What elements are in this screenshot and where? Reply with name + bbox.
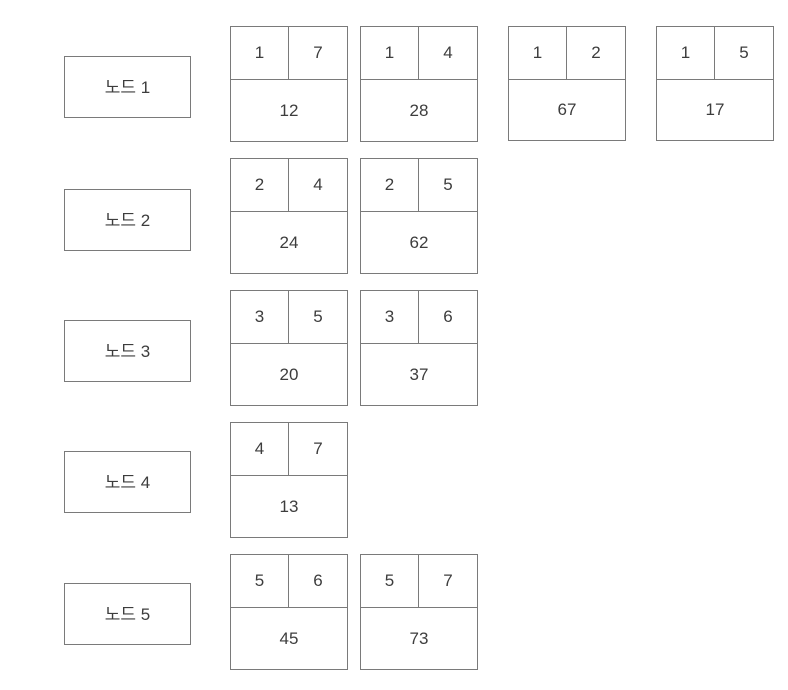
edge-card-list: 1 7 12 1 4 28 1 2 67 — [230, 26, 788, 142]
edge-card-list: 4 7 13 — [230, 422, 788, 538]
edge-card-list: 3 5 20 3 6 37 — [230, 290, 788, 406]
edge-card[interactable]: 1 4 28 — [360, 26, 478, 142]
edge-from-cell: 1 — [657, 27, 715, 79]
edge-from-cell: 3 — [361, 291, 419, 343]
node-row: 노드 2 2 4 24 2 5 62 — [0, 158, 788, 274]
edge-card[interactable]: 3 6 37 — [360, 290, 478, 406]
edge-weight-cell: 37 — [409, 364, 429, 384]
node-label-text: 노드 5 — [104, 604, 151, 624]
edge-from-cell: 5 — [361, 555, 419, 607]
edge-to-cell: 7 — [443, 571, 453, 590]
edge-card-endpoints: 5 7 — [361, 555, 477, 608]
edge-weight-cell: 12 — [279, 100, 299, 120]
edge-card[interactable]: 2 5 62 — [360, 158, 478, 274]
edge-from-cell: 4 — [231, 423, 289, 475]
edge-weight-cell: 20 — [279, 364, 299, 384]
node-label-text: 노드 4 — [104, 472, 151, 492]
node-label-box[interactable]: 노드 1 — [64, 56, 191, 118]
edge-card[interactable]: 5 6 45 — [230, 554, 348, 670]
edge-to-cell: 6 — [443, 307, 453, 326]
edge-card-endpoints: 2 4 — [231, 159, 347, 212]
node-label-box[interactable]: 노드 3 — [64, 320, 191, 382]
edge-card-list: 5 6 45 5 7 73 — [230, 554, 788, 670]
edge-card-endpoints: 1 7 — [231, 27, 347, 80]
node-label-text: 노드 1 — [104, 77, 151, 97]
node-row: 노드 3 3 5 20 3 6 37 — [0, 290, 788, 406]
edge-to-cell: 4 — [443, 43, 453, 62]
edge-card-endpoints: 5 6 — [231, 555, 347, 608]
edge-to-cell: 5 — [443, 175, 453, 194]
edge-card-endpoints: 1 2 — [509, 27, 625, 80]
edge-to-cell: 7 — [313, 43, 323, 62]
node-row: 노드 1 1 7 12 1 4 28 1 2 — [0, 26, 788, 142]
edge-from-cell: 1 — [361, 27, 419, 79]
edge-to-cell: 5 — [739, 43, 749, 62]
edge-card-endpoints: 4 7 — [231, 423, 347, 476]
edge-from-cell: 1 — [509, 27, 567, 79]
edge-weight-cell: 24 — [279, 232, 299, 252]
edge-card[interactable]: 3 5 20 — [230, 290, 348, 406]
node-label-box[interactable]: 노드 5 — [64, 583, 191, 645]
node-row: 노드 4 4 7 13 — [0, 422, 788, 538]
edge-card-endpoints: 1 5 — [657, 27, 773, 80]
edge-from-cell: 1 — [231, 27, 289, 79]
node-label-box[interactable]: 노드 4 — [64, 451, 191, 513]
edge-card-endpoints: 3 5 — [231, 291, 347, 344]
edge-to-cell: 5 — [313, 307, 323, 326]
edge-card-endpoints: 2 5 — [361, 159, 477, 212]
edge-weight-cell: 62 — [409, 232, 429, 252]
node-label-text: 노드 2 — [104, 210, 151, 230]
edge-card[interactable]: 2 4 24 — [230, 158, 348, 274]
edge-card-endpoints: 3 6 — [361, 291, 477, 344]
node-label-box[interactable]: 노드 2 — [64, 189, 191, 251]
edge-to-cell: 4 — [313, 175, 323, 194]
edge-to-cell: 2 — [591, 43, 601, 62]
edge-card[interactable]: 1 7 12 — [230, 26, 348, 142]
edge-to-cell: 6 — [313, 571, 323, 590]
edge-card[interactable]: 4 7 13 — [230, 422, 348, 538]
edge-from-cell: 5 — [231, 555, 289, 607]
edge-card[interactable]: 1 5 17 — [656, 26, 774, 141]
edge-from-cell: 2 — [231, 159, 289, 211]
edge-weight-cell: 13 — [279, 496, 299, 516]
edge-card[interactable]: 5 7 73 — [360, 554, 478, 670]
edge-weight-cell: 67 — [557, 100, 577, 119]
edge-weight-cell: 73 — [409, 628, 429, 648]
edge-to-cell: 7 — [313, 439, 323, 458]
edge-from-cell: 3 — [231, 291, 289, 343]
edge-from-cell: 2 — [361, 159, 419, 211]
edge-card-endpoints: 1 4 — [361, 27, 477, 80]
edge-weight-cell: 45 — [279, 628, 299, 648]
edge-card[interactable]: 1 2 67 — [508, 26, 626, 141]
edge-weight-cell: 17 — [705, 100, 725, 119]
node-label-text: 노드 3 — [104, 341, 151, 361]
edge-card-list: 2 4 24 2 5 62 — [230, 158, 788, 274]
node-row: 노드 5 5 6 45 5 7 73 — [0, 554, 788, 670]
edge-weight-cell: 28 — [409, 100, 429, 120]
